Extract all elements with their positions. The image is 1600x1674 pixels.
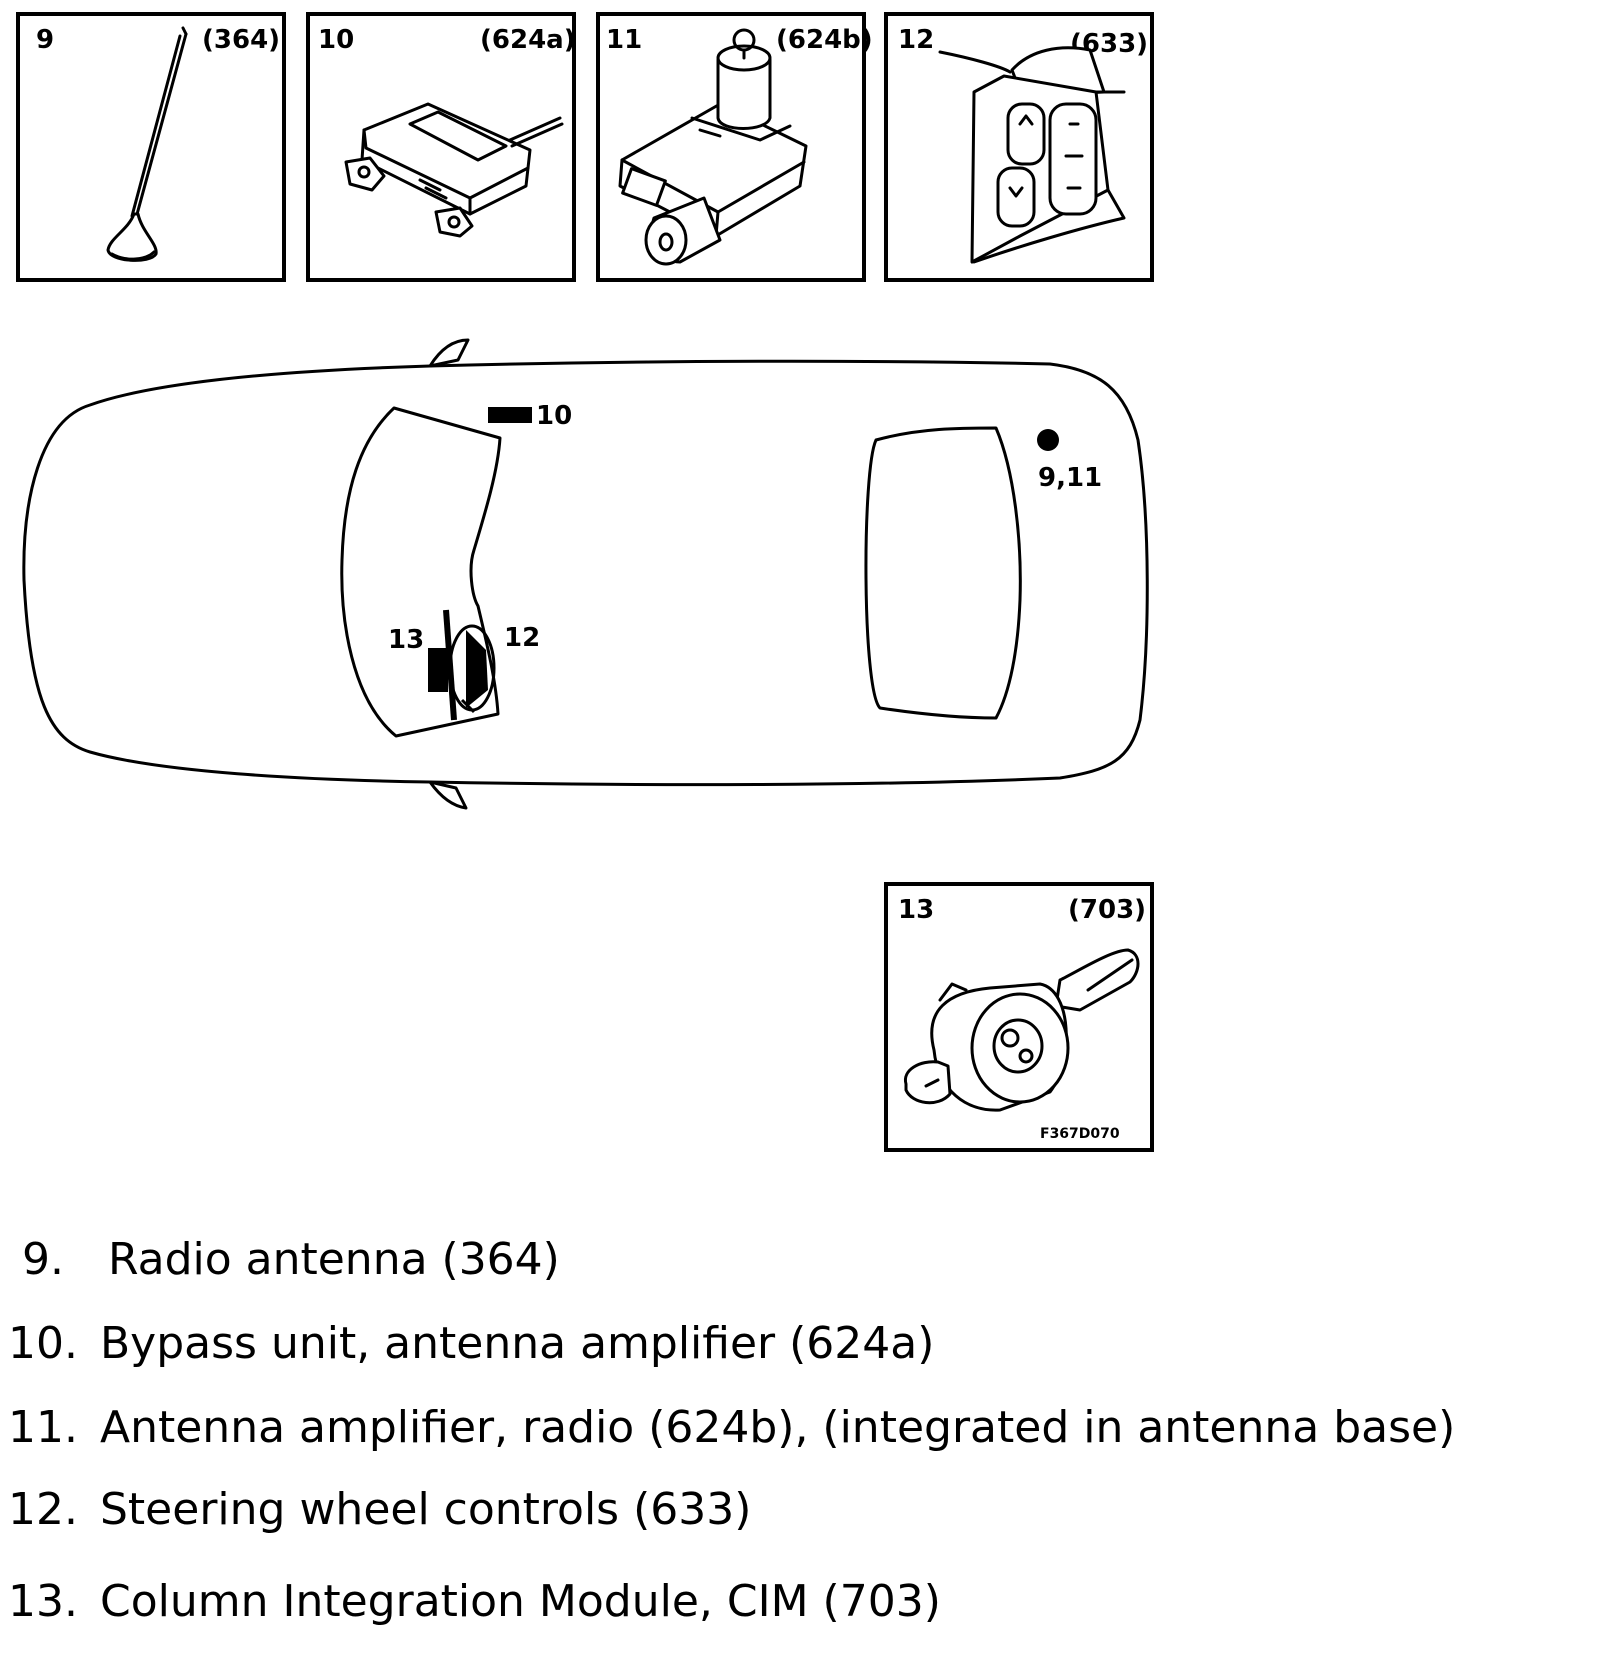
panel-10-number: 10 bbox=[318, 25, 354, 55]
antenna-location-marker bbox=[1037, 429, 1059, 451]
panel-10-code: (624a) bbox=[480, 25, 576, 55]
callout-13: 13 bbox=[388, 625, 424, 655]
legend-item-11: 11.Antenna amplifier, radio (624b), (int… bbox=[8, 1406, 1455, 1450]
steering-column-marker bbox=[428, 609, 496, 721]
panel-13-code: (703) bbox=[1068, 895, 1146, 925]
panel-9: 9 (364) bbox=[16, 12, 286, 282]
column-integration-module-illustration bbox=[903, 948, 1140, 1112]
legend-item-13: 13.Column Integration Module, CIM (703) bbox=[8, 1580, 941, 1624]
bypass-unit-illustration bbox=[344, 102, 564, 238]
legend-text: Antenna amplifier, radio (624b), (integr… bbox=[100, 1402, 1456, 1453]
figure-code: F367D070 bbox=[1040, 1126, 1120, 1142]
legend-item-10: 10.Bypass unit, antenna amplifier (624a) bbox=[8, 1322, 934, 1366]
callout-10: 10 bbox=[536, 401, 572, 431]
legend-number: 12. bbox=[8, 1484, 78, 1535]
legend-number: 10. bbox=[8, 1318, 78, 1369]
panel-13-number: 13 bbox=[898, 895, 934, 925]
panel-11: 11 (624b) bbox=[596, 12, 873, 282]
panel-12-number: 12 bbox=[898, 25, 934, 55]
panel-11-code: (624b) bbox=[776, 25, 873, 55]
legend-text: Column Integration Module, CIM (703) bbox=[100, 1576, 941, 1627]
panel-9-code: (364) bbox=[202, 25, 280, 55]
car-top-view: 10 9,11 13 12 bbox=[22, 338, 1149, 810]
legend-number: 9. bbox=[22, 1234, 64, 1285]
radio-antenna-illustration bbox=[106, 26, 188, 262]
legend-text: Steering wheel controls (633) bbox=[100, 1484, 752, 1535]
panel-13: 13 (703) F367D070 bbox=[884, 882, 1154, 1152]
steering-wheel-controls-illustration bbox=[938, 46, 1126, 264]
legend-number: 11. bbox=[8, 1402, 78, 1453]
panel-9-number: 9 bbox=[36, 25, 54, 55]
callout-9-11: 9,11 bbox=[1038, 463, 1102, 493]
antenna-amplifier-illustration bbox=[618, 28, 808, 266]
legend-item-9: 9.Radio antenna (364) bbox=[22, 1238, 560, 1282]
legend-text: Bypass unit, antenna amplifier (624a) bbox=[100, 1318, 935, 1369]
component-location-diagram: 9 (364) 10 (624a) 11 bbox=[16, 12, 1154, 1152]
legend-item-12: 12.Steering wheel controls (633) bbox=[8, 1488, 751, 1532]
legend-text: Radio antenna (364) bbox=[108, 1234, 560, 1285]
callout-12: 12 bbox=[504, 623, 540, 653]
legend-number: 13. bbox=[8, 1576, 78, 1627]
bypass-unit-marker bbox=[488, 407, 532, 423]
panel-11-number: 11 bbox=[606, 25, 642, 55]
panel-12: 12 (633) bbox=[884, 12, 1154, 282]
panel-10: 10 (624a) bbox=[306, 12, 576, 282]
